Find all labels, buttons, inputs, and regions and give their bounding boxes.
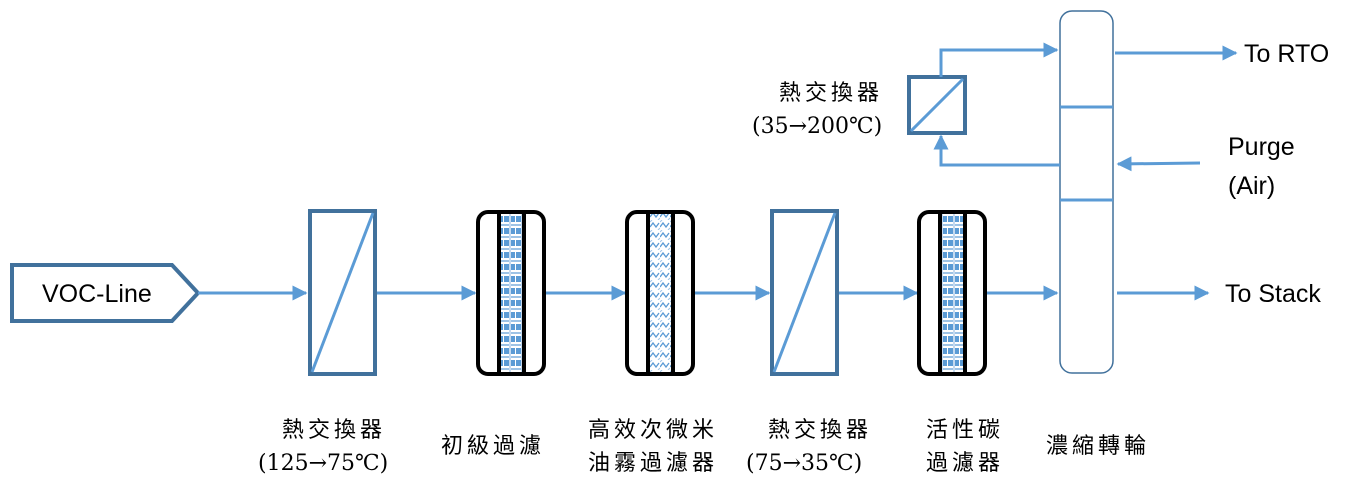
purge-air-label: (Air) <box>1228 172 1275 200</box>
to-rto-label: To RTO <box>1244 40 1329 68</box>
carbon-name-2: 過濾器 <box>926 451 1004 476</box>
oilmist-name-2: 油霧過濾器 <box>588 451 718 476</box>
voc-line-source: VOC-Line <box>10 263 201 323</box>
desorption-hx-temp: (35→200℃) <box>752 114 882 139</box>
oilmist-name-1: 高效次微米 <box>588 418 718 443</box>
oil-mist-filter <box>625 210 695 376</box>
activated-carbon-filter <box>917 210 987 376</box>
desorption-hx-name: 熱交換器 <box>779 81 883 106</box>
flow-arrow-desorption-hx-to-rotor <box>939 42 1059 77</box>
concentrator-rotor <box>1059 10 1114 374</box>
flow-arrow-rotor-to-desorption-hx <box>933 134 1060 167</box>
hx1-name: 熱交換器 <box>282 418 386 443</box>
flow-arrow-purge-air <box>1116 156 1201 172</box>
desorption-heat-exchanger <box>907 75 967 135</box>
hx2-temp: (75→35℃) <box>746 451 862 476</box>
rotor-name: 濃縮轉輪 <box>1046 434 1150 459</box>
voc-line-label: VOC-Line <box>42 280 152 308</box>
prefilter-name: 初級過濾 <box>441 434 545 459</box>
heat-exchanger-1 <box>308 209 377 376</box>
hx1-temp: (125→75℃) <box>258 451 388 476</box>
equipment-labels: 熱交換器 (125→75℃) 初級過濾 高效次微米 油霧過濾器 熱交換器 (75… <box>258 418 1150 476</box>
heat-exchanger-2 <box>770 209 839 376</box>
hx2-name: 熱交換器 <box>768 418 872 443</box>
to-stack-label: To Stack <box>1225 280 1321 308</box>
carbon-name-1: 活性碳 <box>926 418 1004 443</box>
pre-filter <box>476 210 546 376</box>
purge-label: Purge <box>1228 133 1295 161</box>
